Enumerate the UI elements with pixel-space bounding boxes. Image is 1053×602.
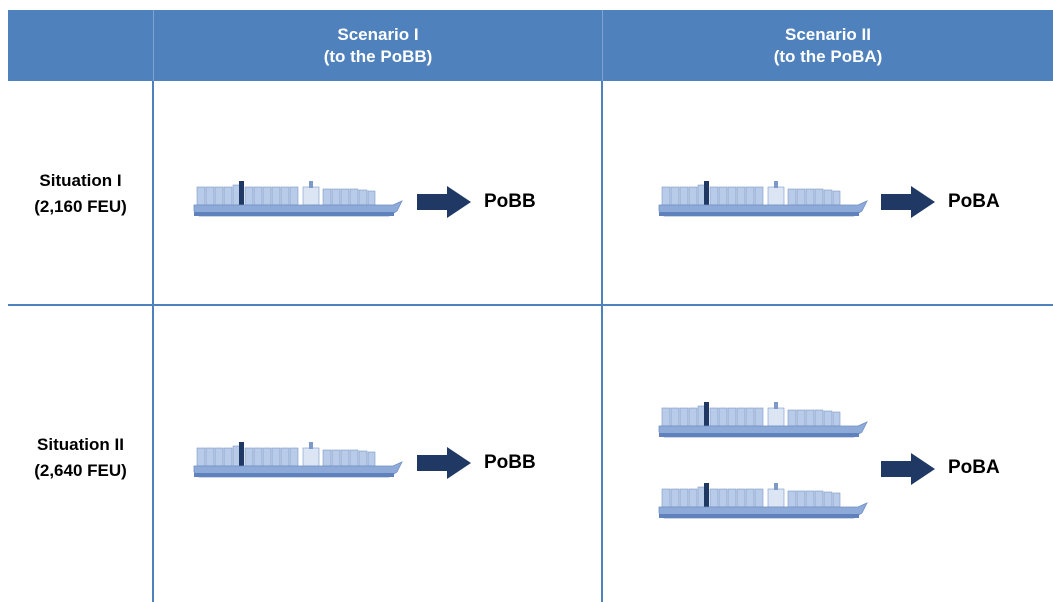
row-label-situation-2: Situation II (2,640 FEU) — [8, 432, 153, 484]
arrow-right-icon — [881, 186, 935, 218]
arrow-right-icon — [417, 447, 471, 479]
container-ship-icon — [193, 442, 403, 480]
row-label-title: Situation II — [37, 435, 124, 454]
port-label-pobb: PoBB — [484, 191, 536, 212]
container-ship-icon — [658, 402, 868, 440]
column-divider — [152, 81, 154, 602]
port-label-pobb: PoBB — [484, 452, 536, 473]
row-label-situation-1: Situation I (2,160 FEU) — [8, 168, 153, 220]
header-corner — [8, 10, 153, 81]
scenario-matrix: Scenario I (to the PoBB) Scenario II (to… — [8, 10, 1053, 602]
row-divider — [8, 304, 1053, 306]
row-label-title: Situation I — [39, 171, 122, 190]
arrow-right-icon — [417, 186, 471, 218]
header-scenario-1-subtitle: (to the PoBB) — [323, 46, 433, 66]
header-scenario-2: Scenario II (to the PoBA) — [603, 10, 1053, 81]
column-divider — [601, 81, 603, 602]
row-label-subtitle: (2,160 FEU) — [34, 197, 127, 216]
port-label-poba: PoBA — [948, 191, 1000, 212]
container-ship-icon — [193, 181, 403, 219]
header-scenario-2-title: Scenario II — [785, 24, 871, 44]
row-label-subtitle: (2,640 FEU) — [34, 461, 127, 480]
container-ship-icon — [658, 181, 868, 219]
header-scenario-2-subtitle: (to the PoBA) — [773, 46, 883, 66]
header-scenario-1-title: Scenario I — [337, 24, 419, 44]
header-divider — [153, 10, 154, 81]
header-divider — [602, 10, 603, 81]
container-ship-icon — [658, 483, 868, 521]
arrow-right-icon — [881, 453, 935, 485]
header-scenario-1: Scenario I (to the PoBB) — [154, 10, 602, 81]
port-label-poba: PoBA — [948, 457, 1000, 478]
